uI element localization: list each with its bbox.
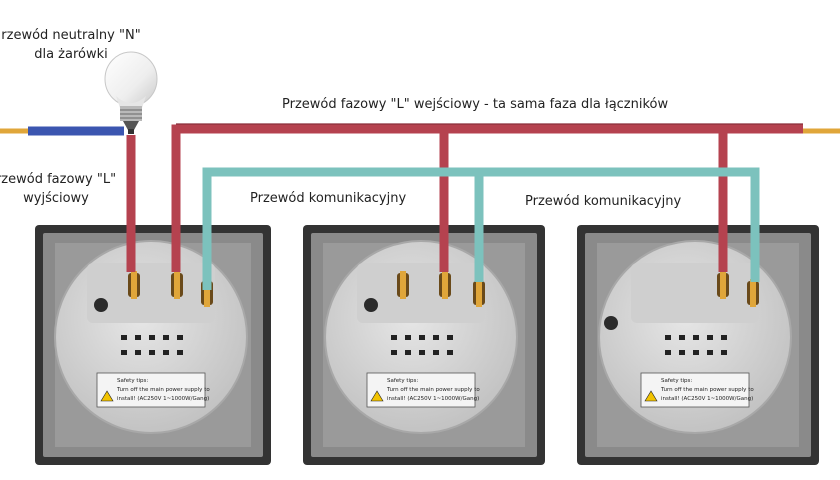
safety-line1: Turn off the main power supply to <box>116 387 210 393</box>
neutral-label-line1: rzewód neutralny "N" <box>1 28 141 43</box>
phase-out-label-line2: wyjściowy <box>23 191 89 206</box>
led-grid <box>121 335 183 355</box>
terminals <box>717 271 759 307</box>
safety-line2: install! (AC250V 1~1000W/Gang) <box>387 396 479 402</box>
module-hole <box>94 298 108 312</box>
safety-line2: install! (AC250V 1~1000W/Gang) <box>661 396 753 402</box>
neutral-label-line2: dla żarówki <box>34 47 108 62</box>
comm-wire-label-1: Przewód komunikacyjny <box>250 191 407 206</box>
safety-line2: install! (AC250V 1~1000W/Gang) <box>117 396 209 402</box>
wires <box>0 123 840 290</box>
led-grid <box>665 335 727 355</box>
phase-input-label: Przewód fazowy "L" wejściowy - ta sama f… <box>282 97 669 112</box>
switch-1: Safety tips: Turn off the main power sup… <box>35 225 271 465</box>
safety-title: Safety tips: <box>117 378 148 384</box>
bulb-icon <box>104 51 158 134</box>
safety-line1: Turn off the main power supply to <box>386 387 480 393</box>
terminals <box>128 271 213 307</box>
terminals <box>397 271 485 307</box>
safety-title: Safety tips: <box>387 378 418 384</box>
phase-out-label-line1: rzewód fazowy "L" <box>0 172 117 187</box>
safety-title: Safety tips: <box>661 378 692 384</box>
switch-3: Safety tips: Turn off the main power sup… <box>577 225 819 465</box>
safety-label: Safety tips: Turn off the main power sup… <box>96 372 210 408</box>
module-hole <box>604 316 618 330</box>
warning-icon <box>100 390 114 402</box>
phase-output-label: rzewód fazowy "L" wyjściowy <box>0 170 126 208</box>
phase-input-wire <box>171 124 803 272</box>
warning-icon <box>644 390 658 402</box>
warning-icon <box>370 390 384 402</box>
safety-label: Safety tips: Turn off the main power sup… <box>640 372 754 408</box>
module-hole <box>364 298 378 312</box>
safety-label: Safety tips: Turn off the main power sup… <box>366 372 480 408</box>
neutral-wire-label: rzewód neutralny "N" dla żarówki <box>0 26 156 64</box>
comm-wire-label-2: Przewód komunikacyjny <box>525 194 682 209</box>
led-grid <box>391 335 453 355</box>
switch-2: Safety tips: Turn off the main power sup… <box>303 225 545 465</box>
safety-line1: Turn off the main power supply to <box>660 387 754 393</box>
